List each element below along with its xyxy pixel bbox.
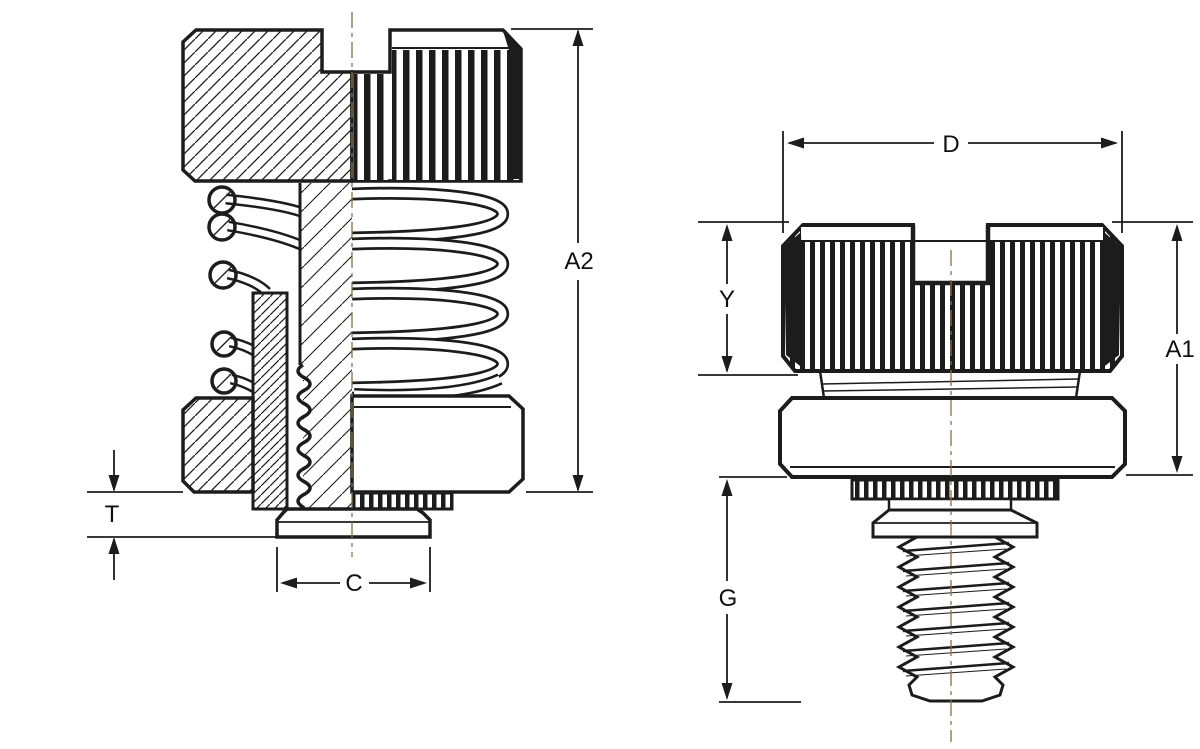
arrowhead [721, 683, 733, 700]
left-view-section: A2 T C [87, 12, 594, 597]
arrowhead [721, 479, 733, 496]
dim-t: T [87, 450, 276, 580]
arrowhead [1171, 224, 1183, 241]
arrowhead [572, 29, 584, 46]
spring [207, 185, 510, 401]
knurl-band-inner [354, 74, 388, 180]
shoulder-cone [871, 497, 1039, 539]
dim-label-d: D [942, 131, 959, 158]
arrowhead [280, 577, 297, 589]
arrowhead [410, 577, 427, 589]
screw-shank-section [296, 183, 352, 510]
dim-d: D [782, 131, 1123, 233]
arrowhead [1101, 137, 1118, 149]
dim-y: Y [698, 221, 798, 376]
arrowhead [721, 224, 733, 241]
arrowhead [108, 537, 120, 554]
shank-thread-profile [296, 363, 312, 510]
washer-flange-exterior [350, 394, 525, 494]
knob-head-section [181, 28, 354, 183]
ferrule-flange [275, 507, 432, 539]
dim-label-c: C [345, 570, 362, 597]
head-edge-shade-right [1101, 232, 1121, 369]
dim-label-a1: A1 [1165, 336, 1194, 363]
arrowhead [1171, 456, 1183, 473]
dim-a1: A1 [1112, 221, 1195, 476]
spring-coil-sections [207, 185, 238, 395]
dim-label-g: G [719, 585, 738, 612]
neck-rings [818, 369, 1082, 400]
thread-crests [902, 541, 1010, 677]
washer-flange [778, 396, 1127, 479]
knob-skirt-section [181, 396, 255, 494]
head-edge-shade-left [784, 232, 804, 369]
arrowhead [108, 475, 120, 492]
dim-label-a2: A2 [564, 248, 593, 275]
dim-label-t: T [105, 501, 120, 528]
head-edge-shade [503, 31, 521, 179]
serration-band-right [850, 478, 1060, 501]
dim-a2: A2 [511, 28, 594, 493]
arrowhead [787, 137, 804, 149]
retainer-ferrule-section [251, 291, 289, 511]
right-view-elevation: D Y A1 G [698, 131, 1195, 742]
arrowhead [572, 475, 584, 492]
dim-c: C [276, 547, 431, 597]
dim-label-y: Y [719, 286, 735, 313]
arrowhead [721, 356, 733, 373]
knob-head-exterior [350, 28, 523, 183]
dim-g: G [719, 476, 801, 703]
head-top-face [801, 227, 1103, 241]
serration-band [351, 491, 454, 511]
spring-coils [351, 186, 510, 401]
knurl-band [392, 50, 519, 180]
knob-head-front [781, 223, 1124, 373]
threaded-stud [895, 535, 1017, 703]
